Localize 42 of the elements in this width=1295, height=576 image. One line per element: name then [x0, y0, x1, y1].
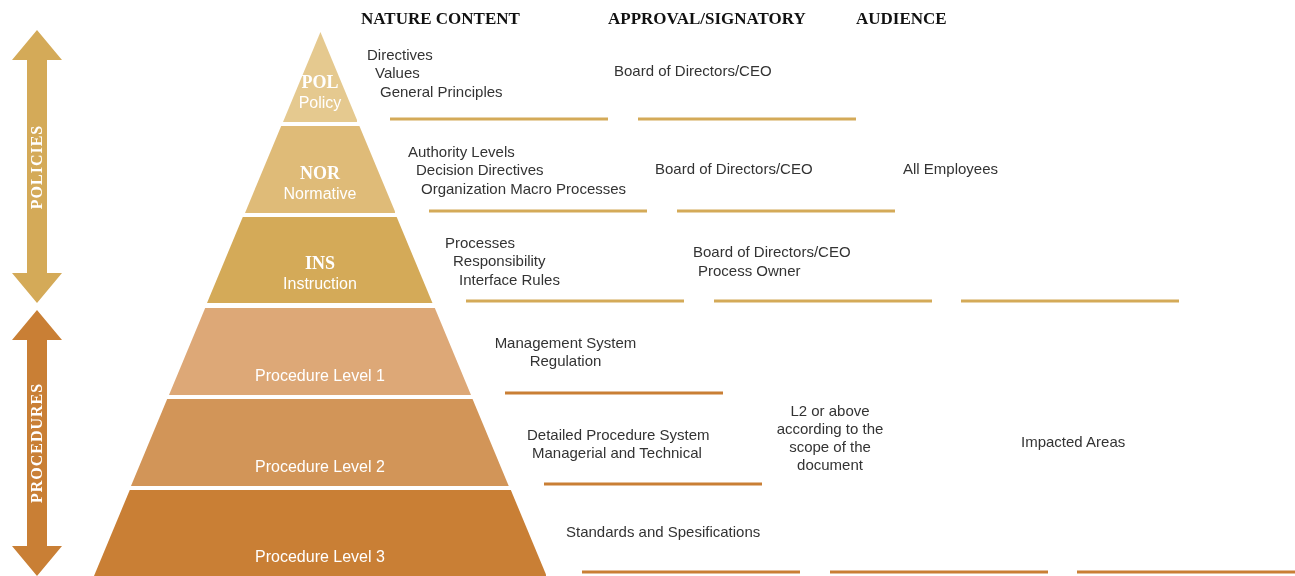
- tier-name: Procedure Level 2: [254, 458, 386, 476]
- cell-text: Directives: [367, 46, 433, 64]
- tier-code: NOR: [299, 163, 341, 184]
- cell-text: Standards and Spesifications: [566, 523, 761, 541]
- pyramid-tier: [207, 217, 433, 303]
- cell-text: Organization Macro Processes: [421, 180, 627, 198]
- cell-text: Managerial and Technical: [532, 444, 702, 462]
- cell-text: Management System Regulation: [493, 334, 638, 370]
- tier-code: INS: [303, 253, 336, 274]
- pyramid-tier: [282, 32, 358, 122]
- category-band: [12, 310, 62, 576]
- band-label: PROCEDURES: [28, 382, 46, 504]
- column-heading: AUDIENCE: [856, 10, 947, 28]
- cell-text: General Principles: [380, 83, 503, 101]
- cell-text: Decision Directives: [416, 161, 544, 179]
- tier-name: Procedure Level 3: [254, 548, 386, 566]
- cell-text: Impacted Areas: [1021, 433, 1126, 451]
- tier-name: Policy: [297, 94, 343, 112]
- cell-text: Board of Directors/CEO: [655, 160, 813, 178]
- cell-text: L2 or above according to the scope of the document: [775, 402, 885, 474]
- tier-name: Procedure Level 1: [254, 367, 386, 385]
- column-heading: NATURE CONTENT: [361, 10, 520, 28]
- tier-name: Normative: [282, 185, 358, 203]
- cell-text: Authority Levels: [408, 143, 515, 161]
- cell-text: Processes: [445, 234, 516, 252]
- cell-text: Board of Directors/CEO: [693, 243, 851, 261]
- pyramid-tier: [131, 399, 509, 486]
- pyramid-tier: [169, 308, 471, 395]
- cell-text: Interface Rules: [459, 271, 560, 289]
- pyramid-tier: [93, 490, 547, 576]
- cell-text: Process Owner: [698, 262, 801, 280]
- column-heading: APPROVAL/SIGNATORY: [608, 10, 806, 28]
- category-band: [12, 30, 62, 303]
- cell-text: All Employees: [903, 160, 999, 178]
- band-label: POLICIES: [28, 124, 46, 209]
- cell-text: Board of Directors/CEO: [614, 62, 772, 80]
- cell-text: Detailed Procedure System: [527, 426, 710, 444]
- cell-text: Values: [375, 64, 420, 82]
- pyramid-tier: [244, 126, 396, 213]
- tier-code: POL: [300, 72, 340, 93]
- tier-name: Instruction: [282, 275, 358, 293]
- cell-text: Responsibility: [453, 252, 546, 270]
